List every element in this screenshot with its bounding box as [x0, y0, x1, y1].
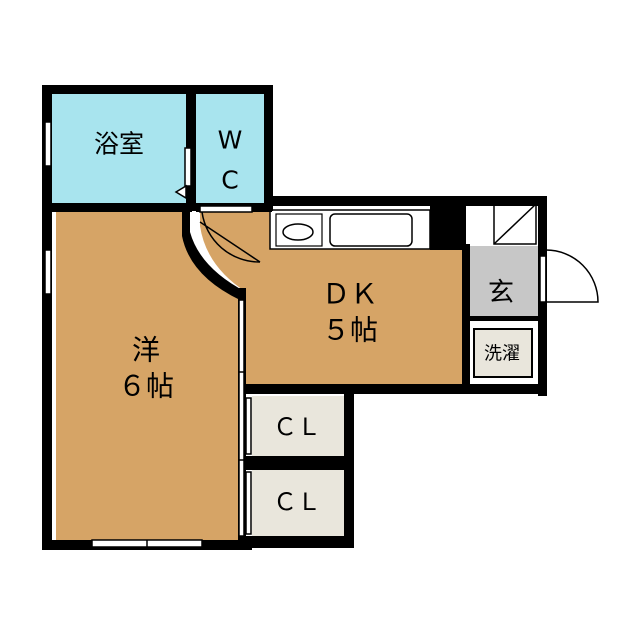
- dk-label-2: ５帖: [322, 314, 378, 347]
- bathroom-label: 浴室: [94, 130, 144, 159]
- laundry-pan: [473, 328, 533, 378]
- closet-door-2: [245, 471, 252, 535]
- doors: [174, 184, 599, 303]
- closet-1[interactable]: ＣＬ: [252, 396, 344, 456]
- wc-room[interactable]: W C: [196, 93, 265, 205]
- dk-label-1: ＤＫ: [322, 278, 378, 311]
- wall-bath-bottom: [42, 203, 192, 212]
- window-entrance: [539, 255, 547, 303]
- bath-door-mark: [174, 184, 187, 200]
- refrigerator-space: [430, 198, 466, 250]
- wall-entrance-left: [462, 244, 470, 388]
- wc-label-w: W: [218, 126, 243, 155]
- shoe-cabinet-diagonal: [493, 203, 537, 245]
- closet-2-floor: [252, 470, 344, 536]
- sink: [329, 213, 413, 247]
- western-room-label-2: ６帖: [118, 370, 174, 403]
- closet-2[interactable]: ＣＬ: [252, 470, 344, 536]
- entrance-floor: [468, 246, 540, 316]
- closet-door-1: [245, 397, 252, 455]
- wc-door-swing: [199, 211, 261, 263]
- laundry-space[interactable]: 洗濯: [468, 320, 540, 386]
- shoe-cabinet: [493, 203, 537, 245]
- window-wc: [184, 147, 192, 187]
- dining-kitchen[interactable]: ＤＫ ５帖: [200, 210, 465, 384]
- bathroom[interactable]: 浴室: [51, 93, 187, 205]
- window-bath: [44, 121, 52, 167]
- sliding-door-west: [238, 299, 245, 537]
- dining-kitchen-floor: [200, 210, 465, 384]
- wall-dk-top: [264, 196, 546, 206]
- western-room-floor: [56, 210, 238, 540]
- western-room-label-1: 洋: [132, 334, 160, 367]
- closet-1-floor: [252, 396, 344, 456]
- wall-left: [42, 85, 52, 550]
- kitchen-counter: [269, 198, 466, 250]
- laundry-label: 洗濯: [484, 344, 520, 365]
- entrance-door-swing: [545, 249, 599, 303]
- entrance-label: 玄: [488, 278, 514, 308]
- wall-entrance-laundry: [468, 316, 540, 321]
- windows: [44, 121, 547, 548]
- wall-closet-mid: [240, 456, 354, 470]
- wall-closet-bottom: [240, 536, 354, 548]
- closet-2-label: ＣＬ: [273, 488, 321, 516]
- wall-top-left: [42, 85, 272, 94]
- wall-curved-partition: [182, 210, 246, 300]
- entrance[interactable]: 玄: [468, 246, 540, 316]
- stove-burner: [282, 223, 314, 241]
- wc-floor: [196, 93, 265, 205]
- window-west: [44, 249, 52, 295]
- western-room[interactable]: 洋 ６帖: [56, 210, 238, 540]
- closet-1-label: ＣＬ: [273, 413, 321, 441]
- bathroom-floor: [51, 93, 187, 205]
- wall-wc-right: [264, 85, 273, 211]
- wc-door-leaf: [199, 205, 253, 213]
- wc-label-c: C: [221, 166, 238, 195]
- wall-dk-bottom: [240, 384, 547, 394]
